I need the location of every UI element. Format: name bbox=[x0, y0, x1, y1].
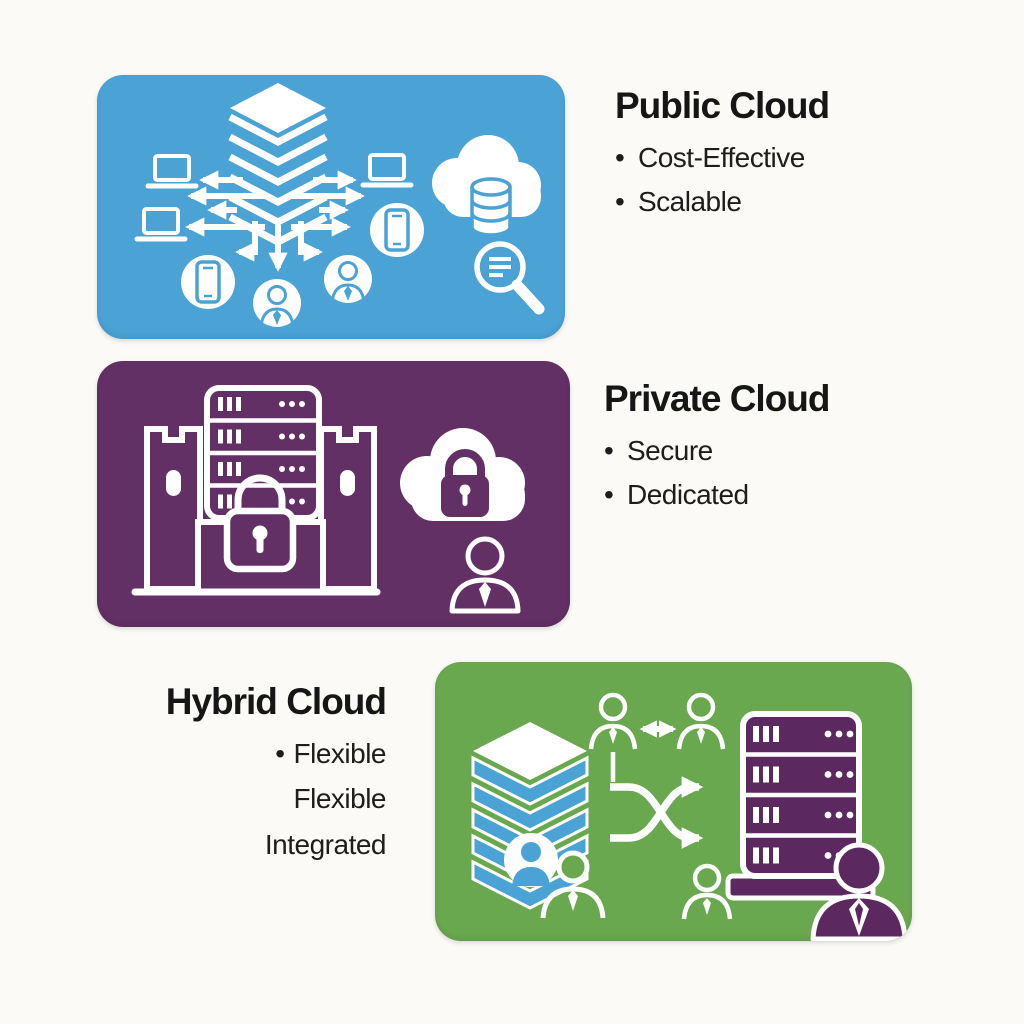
user-icon bbox=[251, 277, 303, 329]
smartphone-icon bbox=[368, 201, 426, 259]
public-cloud-title: Public Cloud bbox=[615, 85, 830, 126]
private-cloud-illustration bbox=[131, 385, 525, 614]
smartphone-icon bbox=[179, 253, 237, 311]
server-rack-icon bbox=[204, 385, 322, 521]
private-bullet-1: •Secure bbox=[604, 434, 713, 466]
swap-arrows-icon bbox=[610, 776, 704, 849]
hybrid-bullet-2: Flexible bbox=[293, 783, 387, 815]
businessman-icon bbox=[449, 536, 521, 614]
laptop-icon bbox=[148, 156, 196, 186]
hybrid-bullet-3: Integrated bbox=[264, 829, 387, 861]
server-stack-icon bbox=[228, 83, 328, 246]
public-cloud-panel bbox=[97, 75, 565, 339]
castle-fortress-icon bbox=[131, 426, 381, 596]
purple-server-rack-icon bbox=[725, 711, 876, 901]
businessman-icon-purple bbox=[810, 842, 908, 941]
laptop-icon bbox=[363, 155, 411, 185]
user-icon-blue bbox=[504, 833, 558, 887]
hybrid-bullet-1: •Flexible bbox=[275, 737, 386, 769]
user-exchange-icons bbox=[588, 692, 726, 782]
user-icon-outline bbox=[540, 850, 606, 919]
public-cloud-text: Public Cloud •Cost-Effective •Scalable bbox=[615, 85, 830, 232]
public-cloud-illustration bbox=[97, 83, 545, 329]
user-icon-outline-center bbox=[681, 863, 733, 920]
private-cloud-text: Private Cloud •Secure •Dedicated bbox=[604, 378, 830, 525]
private-cloud-title: Private Cloud bbox=[604, 378, 830, 419]
public-bullet-2: •Scalable bbox=[615, 186, 742, 218]
private-bullet-2: •Dedicated bbox=[604, 479, 749, 511]
hybrid-cloud-illustration bbox=[471, 692, 908, 941]
cloud-lock-icon bbox=[400, 428, 525, 521]
padlock-icon bbox=[223, 474, 297, 573]
public-bullet-1: •Cost-Effective bbox=[615, 141, 805, 173]
cloud-database-icon bbox=[432, 135, 541, 237]
private-cloud-panel bbox=[97, 361, 570, 627]
hybrid-cloud-text: Hybrid Cloud •Flexible Flexible Integrat… bbox=[110, 681, 387, 876]
laptop-icon bbox=[137, 209, 185, 239]
user-icon bbox=[322, 253, 374, 305]
hybrid-cloud-panel bbox=[435, 662, 912, 941]
search-magnifier-icon bbox=[474, 241, 545, 315]
hybrid-cloud-title: Hybrid Cloud bbox=[165, 681, 387, 722]
